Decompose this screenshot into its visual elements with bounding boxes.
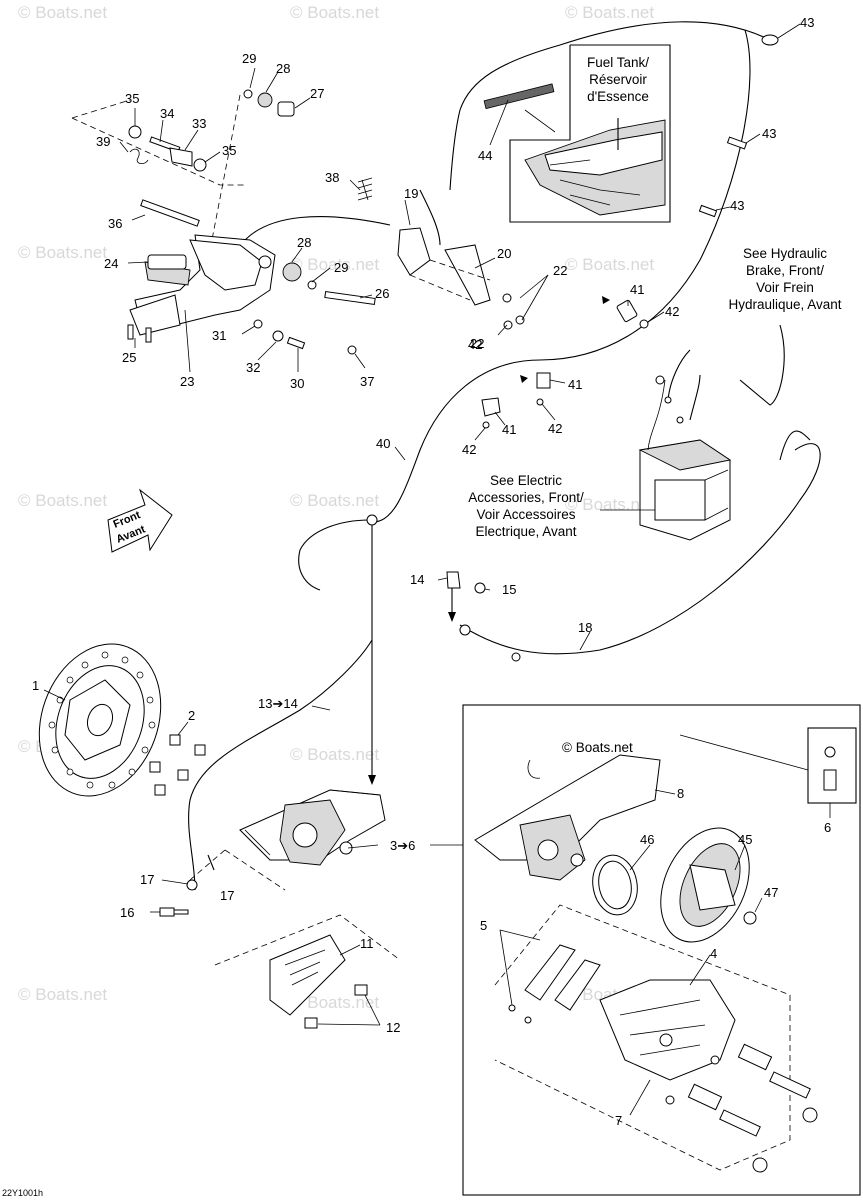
cables [188, 21, 821, 891]
callout-26: 26 [375, 286, 389, 301]
callout-34: 34 [160, 106, 174, 121]
callout-11: 11 [360, 936, 374, 951]
callout-12: 12 [386, 1020, 400, 1035]
watermark: © Boats.net [290, 491, 379, 510]
callout-1: 1 [32, 678, 39, 693]
front-direction-arrow-icon: Front Avant [107, 488, 173, 553]
callout-28b: 28 [297, 235, 311, 250]
plate-11 [214, 914, 401, 1029]
electric-note-line3: Voir Accessoires [476, 507, 575, 522]
callout-24: 24 [104, 256, 118, 271]
callout-44: 44 [478, 148, 492, 163]
watermark: © Boats.net [290, 3, 379, 22]
callout-22: 22 [553, 263, 567, 278]
clip-group [481, 34, 779, 429]
callout-35b: 35 [222, 143, 236, 158]
callout-35: 35 [125, 91, 139, 106]
watermark: © Boats.net [290, 745, 379, 764]
hydraulic-note-line3: Voir Frein [756, 280, 814, 295]
callout-43: 43 [800, 15, 814, 30]
callout-3-6: 3➔6 [390, 838, 415, 853]
callout-41: 41 [630, 282, 644, 297]
callout-42c: 42 [462, 442, 476, 457]
callout-4: 4 [710, 946, 717, 961]
callout-40: 40 [376, 436, 390, 451]
callout-31: 31 [212, 328, 226, 343]
hydraulic-note-line4: Hydraulique, Avant [728, 297, 841, 312]
leader-lines [43, 23, 831, 1116]
callout-30: 30 [290, 376, 304, 391]
callout-28: 28 [276, 61, 290, 76]
callout-23: 23 [180, 374, 194, 389]
callout-42: 42 [665, 304, 679, 319]
callout-16: 16 [120, 905, 134, 920]
callout-36: 36 [108, 216, 122, 231]
fittings-small [159, 514, 521, 917]
pedal-assembly [71, 89, 376, 355]
callout-17b: 17 [220, 888, 234, 903]
watermark: © Boats.net [290, 255, 379, 274]
callout-38: 38 [325, 170, 339, 185]
callout-45: 45 [738, 832, 752, 847]
callout-2: 2 [188, 708, 195, 723]
watermark: © Boats.net [18, 243, 107, 262]
callout-41b: 41 [568, 377, 582, 392]
watermark: © Boats.net [18, 491, 107, 510]
caliper-detail-inset [430, 704, 861, 1196]
callout-41c: 41 [502, 422, 516, 437]
callout-42d: 42 [468, 337, 482, 352]
callout-8: 8 [677, 786, 684, 801]
fuel-tank-inset: Fuel Tank/ Réservoir d'Essence [483, 44, 671, 223]
electric-note-line1: See Electric [490, 473, 562, 488]
callout-labels: 1 2 3➔6 4 5 6 7 8 11 12 13➔14 14 15 16 1… [32, 15, 831, 1128]
callout-42b: 42 [548, 421, 562, 436]
callout-25: 25 [122, 350, 136, 365]
watermarks: © Boats.net © Boats.net © Boats.net © Bo… [18, 3, 654, 1012]
fuel-tank-note-line2: Réservoir [589, 72, 647, 87]
callout-18: 18 [578, 620, 592, 635]
fuel-tank-note-line1: Fuel Tank/ [587, 55, 649, 70]
drawing-code: 22Y1001h [2, 1188, 43, 1198]
watermark: © Boats.net [565, 495, 654, 514]
electric-note-line4: Electrique, Avant [475, 524, 576, 539]
callout-5: 5 [480, 918, 487, 933]
watermark: © Boats.net [565, 255, 654, 274]
callout-29: 29 [242, 51, 256, 66]
callout-19: 19 [404, 186, 418, 201]
callout-46: 46 [640, 832, 654, 847]
callout-13-14: 13➔14 [258, 696, 298, 711]
hydraulic-note-line1: See Hydraulic [743, 246, 827, 261]
hydraulic-note-line2: Brake, Front/ [746, 263, 824, 278]
callout-15: 15 [502, 582, 516, 597]
caliper-main [189, 789, 386, 891]
callout-39: 39 [96, 134, 110, 149]
abs-unit: See Electric Accessories, Front/ Voir Ac… [468, 375, 732, 541]
bracket-group [357, 177, 525, 330]
callout-32: 32 [246, 360, 260, 375]
callout-14: 14 [410, 572, 424, 587]
callout-17: 17 [140, 872, 154, 887]
brake-disc [38, 643, 206, 797]
electric-note-line2: Accessories, Front/ [468, 490, 584, 505]
callout-7: 7 [615, 1113, 622, 1128]
callout-43b: 43 [762, 126, 776, 141]
callout-47: 47 [764, 885, 778, 900]
callout-22b: 22 [470, 336, 484, 351]
callout-20: 20 [497, 246, 511, 261]
watermark: © Boats.net [18, 3, 107, 22]
callout-37: 37 [360, 374, 374, 389]
watermark: © Boats.net [290, 993, 379, 1012]
fuel-tank-note-line3: d'Essence [587, 89, 649, 104]
callout-29b: 29 [334, 260, 348, 275]
watermark: © Boats.net [18, 985, 107, 1004]
hydraulic-note: See Hydraulic Brake, Front/ Voir Frein H… [728, 246, 841, 312]
callout-6: 6 [824, 820, 831, 835]
callout-33: 33 [192, 116, 206, 131]
callout-43c: 43 [730, 198, 744, 213]
callout-27: 27 [310, 86, 324, 101]
inset-watermark: © Boats.net [562, 740, 633, 755]
watermark: © Boats.net [565, 3, 654, 22]
